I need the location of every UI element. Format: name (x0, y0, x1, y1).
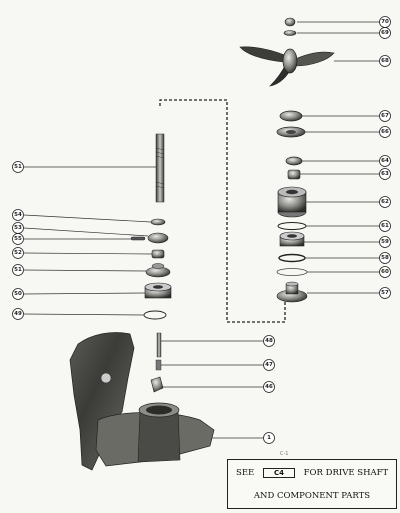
callout-47: 47 (263, 359, 275, 371)
part-nut (284, 17, 296, 27)
svg-text:66: 66 (381, 129, 389, 135)
note-for-text: FOR DRIVE SHAFT (303, 468, 389, 478)
svg-text:60: 60 (381, 269, 389, 275)
svg-text:64: 64 (381, 158, 389, 164)
svg-text:51: 51 (14, 267, 22, 273)
callout-49: 49 (12, 308, 24, 320)
svg-text:51: 51 (14, 164, 22, 170)
svg-text:1: 1 (267, 435, 271, 441)
assembly-dashed-line (159, 99, 286, 323)
callout-64: 64 (379, 155, 391, 167)
callout-55: 55 (12, 233, 24, 245)
callout-68: 68 (379, 55, 391, 67)
svg-text:48: 48 (265, 338, 273, 344)
part-pushrod (156, 332, 162, 358)
part-shaft-washer (150, 218, 166, 226)
callout-57: 57 (379, 287, 391, 299)
callout-69: 69 (379, 27, 391, 39)
part-shift-cam (150, 376, 164, 393)
callout-52: 52 (12, 247, 24, 259)
part-roller-bearing (279, 231, 305, 247)
part-clutch (147, 232, 169, 244)
svg-text:63: 63 (381, 171, 389, 177)
svg-text:50: 50 (14, 291, 22, 297)
svg-text:47: 47 (265, 362, 273, 368)
callout-46: 46 (263, 381, 275, 393)
part-spring (155, 359, 162, 371)
callout-58: 58 (379, 252, 391, 264)
svg-text:58: 58 (381, 255, 389, 261)
callout-48: 48 (263, 335, 275, 347)
part-thrust-hub (279, 110, 303, 122)
svg-text:70: 70 (381, 19, 389, 25)
callout-50: 50 (12, 288, 24, 300)
part-gear-housing (69, 332, 215, 471)
note-see-text: SEE (236, 468, 255, 478)
callout-70: 70 (379, 16, 391, 28)
svg-text:59: 59 (381, 239, 389, 245)
callout-61: 61 (379, 220, 391, 232)
part-drive-shaft (155, 133, 165, 203)
svg-text:55: 55 (14, 236, 22, 242)
leader-50 (23, 292, 146, 295)
callout-54: 54 (12, 209, 24, 221)
callout-51a: 51 (12, 161, 24, 173)
leader-54 (23, 214, 152, 223)
part-propeller (239, 46, 335, 87)
leader-49 (23, 313, 145, 316)
svg-text:54: 54 (14, 212, 22, 218)
part-seal (285, 156, 303, 166)
callout-1: 1 (263, 432, 275, 444)
reference-note-box: SEE C4 FOR DRIVE SHAFT AND COMPONENT PAR… (227, 459, 397, 509)
svg-text:49: 49 (14, 311, 22, 317)
part-pinion-gear (145, 263, 171, 278)
svg-text:62: 62 (381, 199, 389, 205)
part-washer-small (283, 30, 297, 36)
part-o-ring-shaft (143, 310, 167, 320)
leader-51b (23, 269, 147, 272)
leader-53 (23, 227, 149, 237)
svg-text:52: 52 (14, 250, 22, 256)
svg-text:61: 61 (381, 223, 389, 229)
pencil-reference-note: C-1 (280, 451, 289, 457)
part-o-ring-lower (276, 268, 308, 276)
svg-text:57: 57 (381, 290, 389, 296)
svg-text:67: 67 (381, 113, 389, 119)
part-shaft-bushing (151, 249, 165, 259)
callout-53: 53 (12, 222, 24, 234)
part-o-ring-upper (277, 222, 307, 230)
callout-67: 67 (379, 110, 391, 122)
callout-62: 62 (379, 196, 391, 208)
svg-text:46: 46 (265, 384, 273, 390)
part-ball-bearing (144, 282, 172, 299)
note-reference-code: C4 (262, 468, 295, 478)
note-line-2: AND COMPONENT PARTS (253, 491, 371, 501)
leader-52 (23, 252, 153, 255)
part-gear-reverse (276, 281, 308, 303)
callout-66: 66 (379, 126, 391, 138)
part-bushing (287, 169, 301, 180)
callout-63: 63 (379, 168, 391, 180)
note-line-1: SEE C4 FOR DRIVE SHAFT (236, 468, 388, 478)
part-bearing-carrier (277, 186, 307, 218)
part-pin (130, 236, 146, 241)
callout-60: 60 (379, 266, 391, 278)
part-thrust-washer (278, 253, 306, 263)
svg-text:69: 69 (381, 30, 389, 36)
callout-51b: 51 (12, 264, 24, 276)
callout-59: 59 (379, 236, 391, 248)
svg-text:68: 68 (381, 58, 389, 64)
part-bearing-carrier-cap (276, 126, 306, 138)
svg-text:53: 53 (14, 225, 22, 231)
